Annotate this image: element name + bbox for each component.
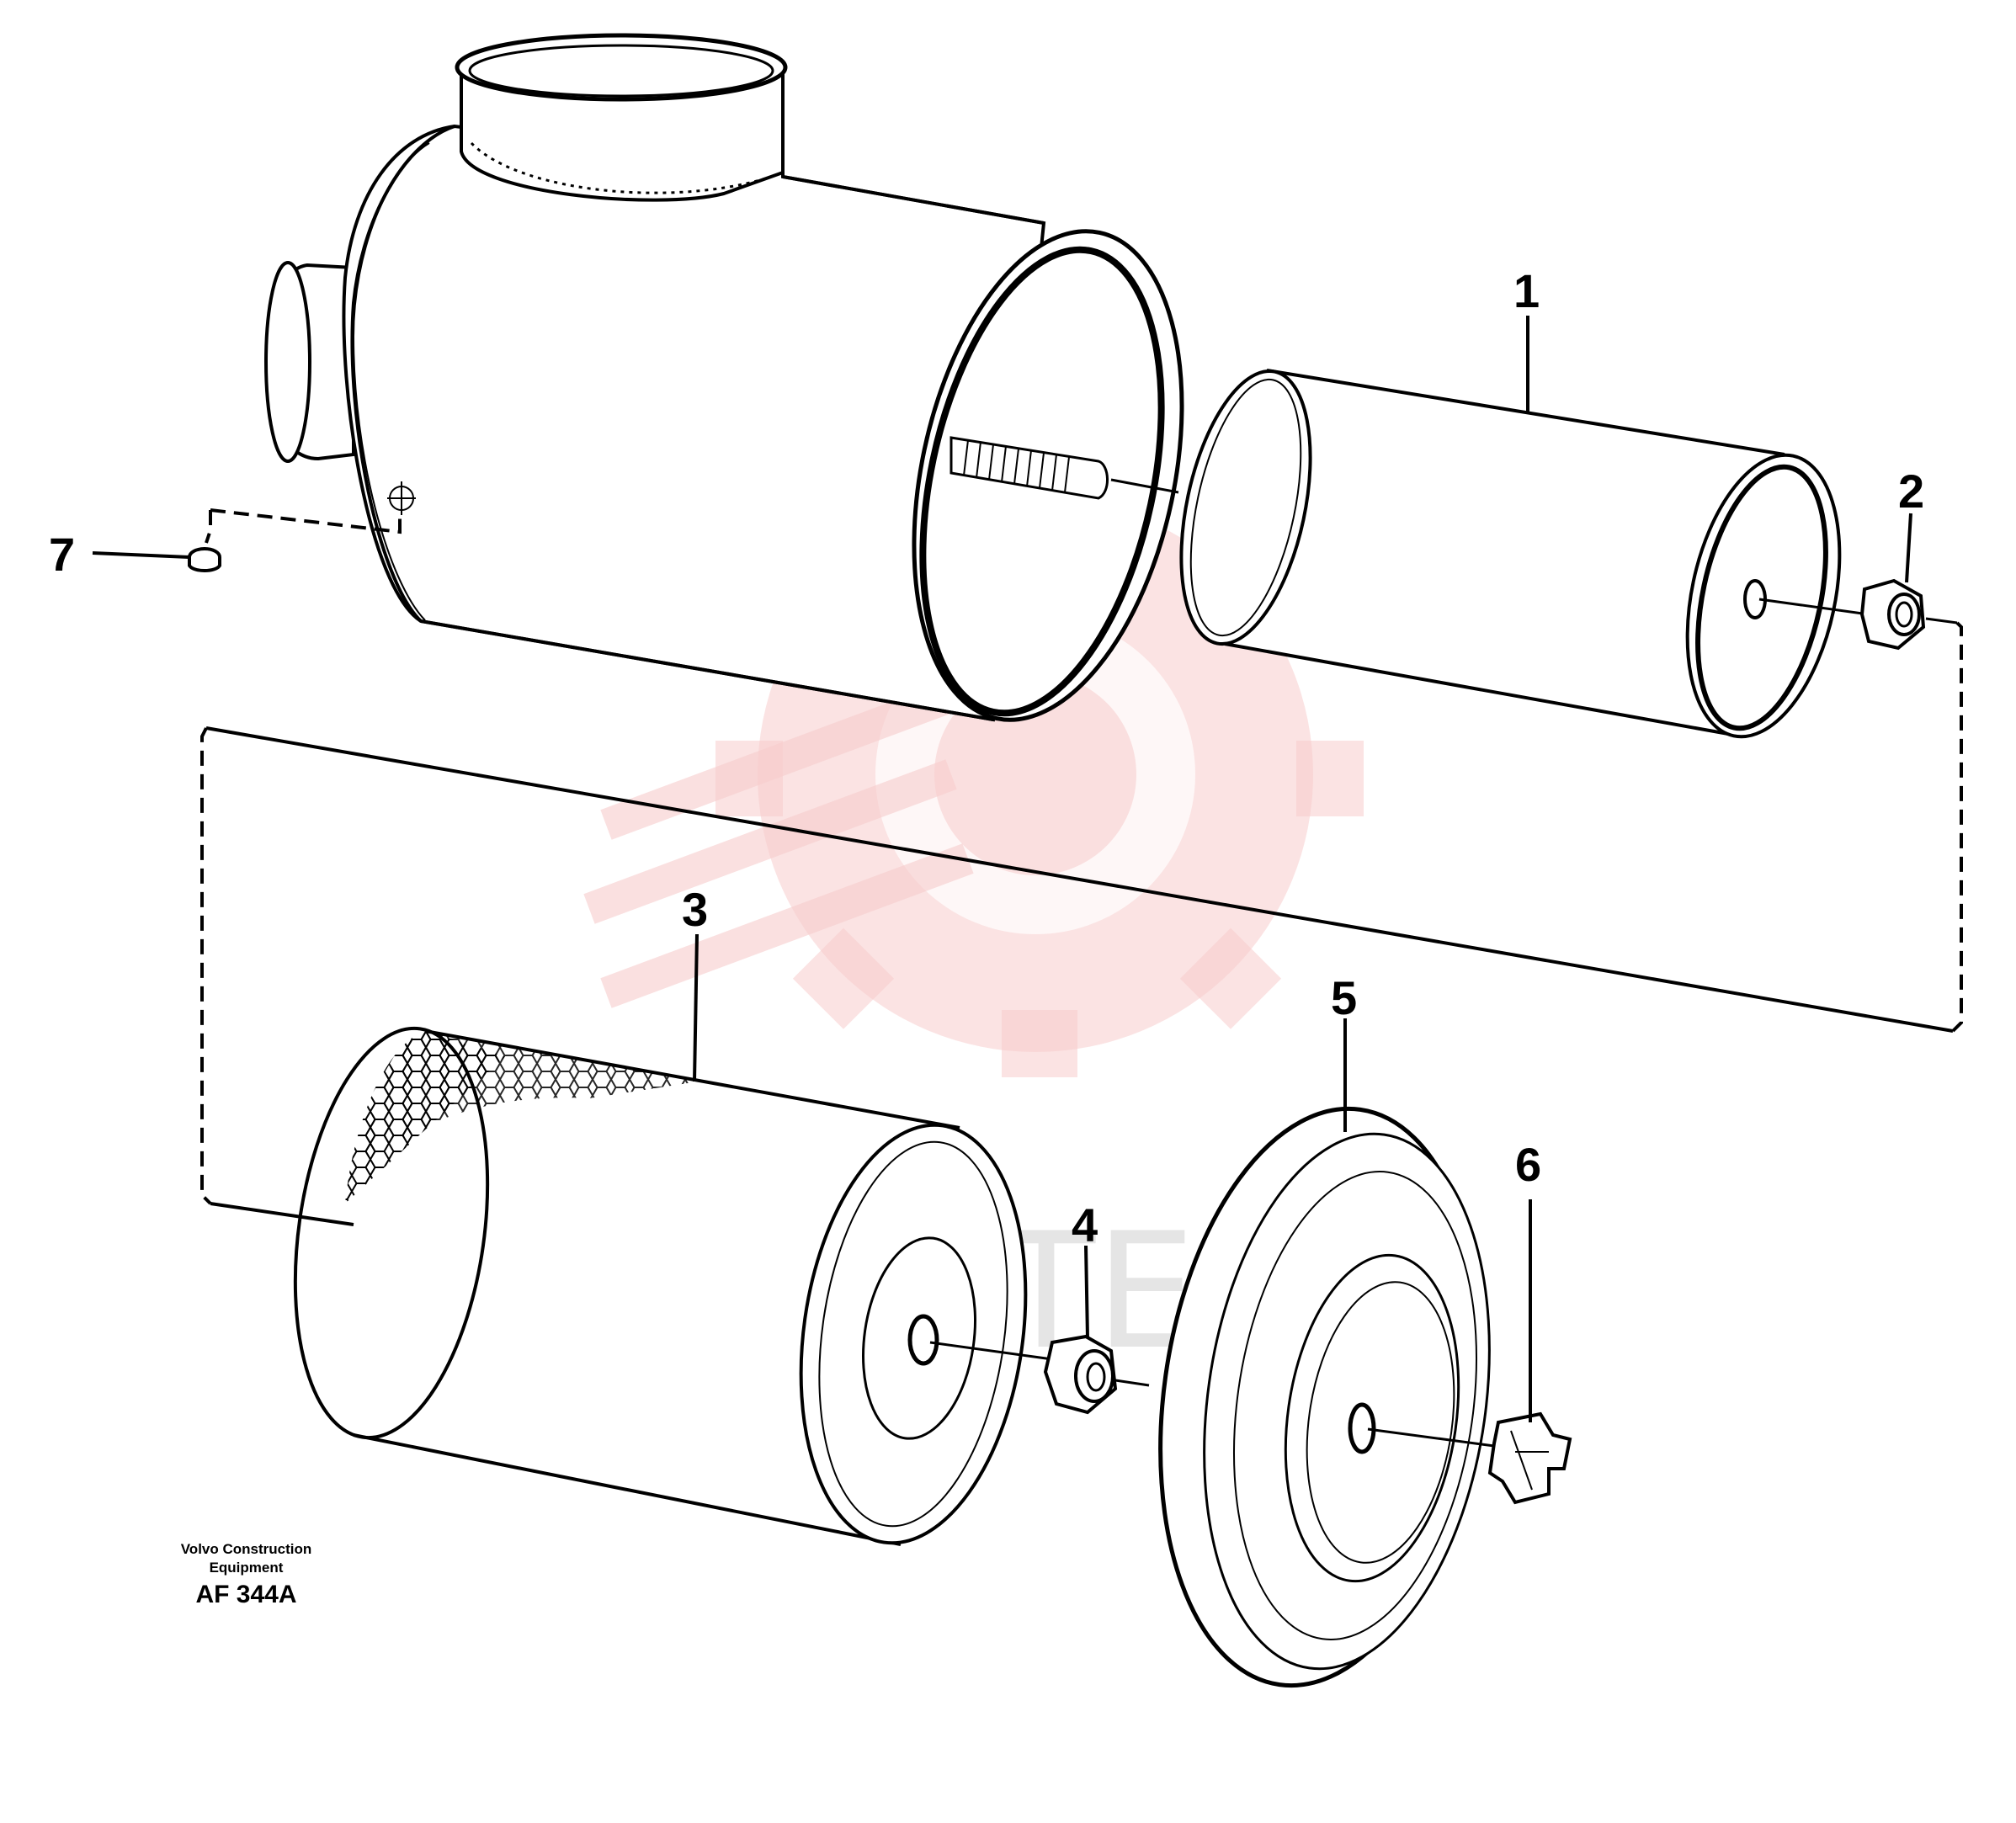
air-cleaner-housing bbox=[264, 33, 1184, 722]
nut-part-2 bbox=[1859, 578, 1958, 651]
callout-7: 7 bbox=[49, 528, 75, 581]
main-filter-part-3 bbox=[293, 1026, 1028, 1546]
callout-labels: 1 2 3 4 5 6 7 bbox=[49, 264, 1924, 1252]
callout-6: 6 bbox=[1515, 1138, 1541, 1191]
wing-nut-part-6 bbox=[1487, 1411, 1572, 1505]
nut-part-4 bbox=[929, 1334, 1150, 1415]
safety-filter-part-1 bbox=[1179, 369, 1870, 739]
drain-valve-part-7 bbox=[92, 547, 221, 572]
drawing-caption: Volvo Construction Equipment AF 344A bbox=[143, 1540, 349, 1609]
callout-4: 4 bbox=[1072, 1199, 1098, 1252]
drawing-code: AF 344A bbox=[195, 1581, 297, 1608]
callout-5: 5 bbox=[1331, 971, 1357, 1024]
manufacturer-label: Volvo Construction Equipment bbox=[180, 1541, 312, 1576]
assembly-lines bbox=[200, 508, 1963, 1205]
assembly-solid-lines bbox=[205, 726, 1954, 1226]
cover-part-5 bbox=[1158, 1106, 1508, 1688]
callout-1: 1 bbox=[1513, 264, 1540, 317]
callout-3: 3 bbox=[682, 883, 708, 936]
callout-2: 2 bbox=[1898, 465, 1924, 518]
callout-leaders bbox=[693, 316, 1912, 1422]
